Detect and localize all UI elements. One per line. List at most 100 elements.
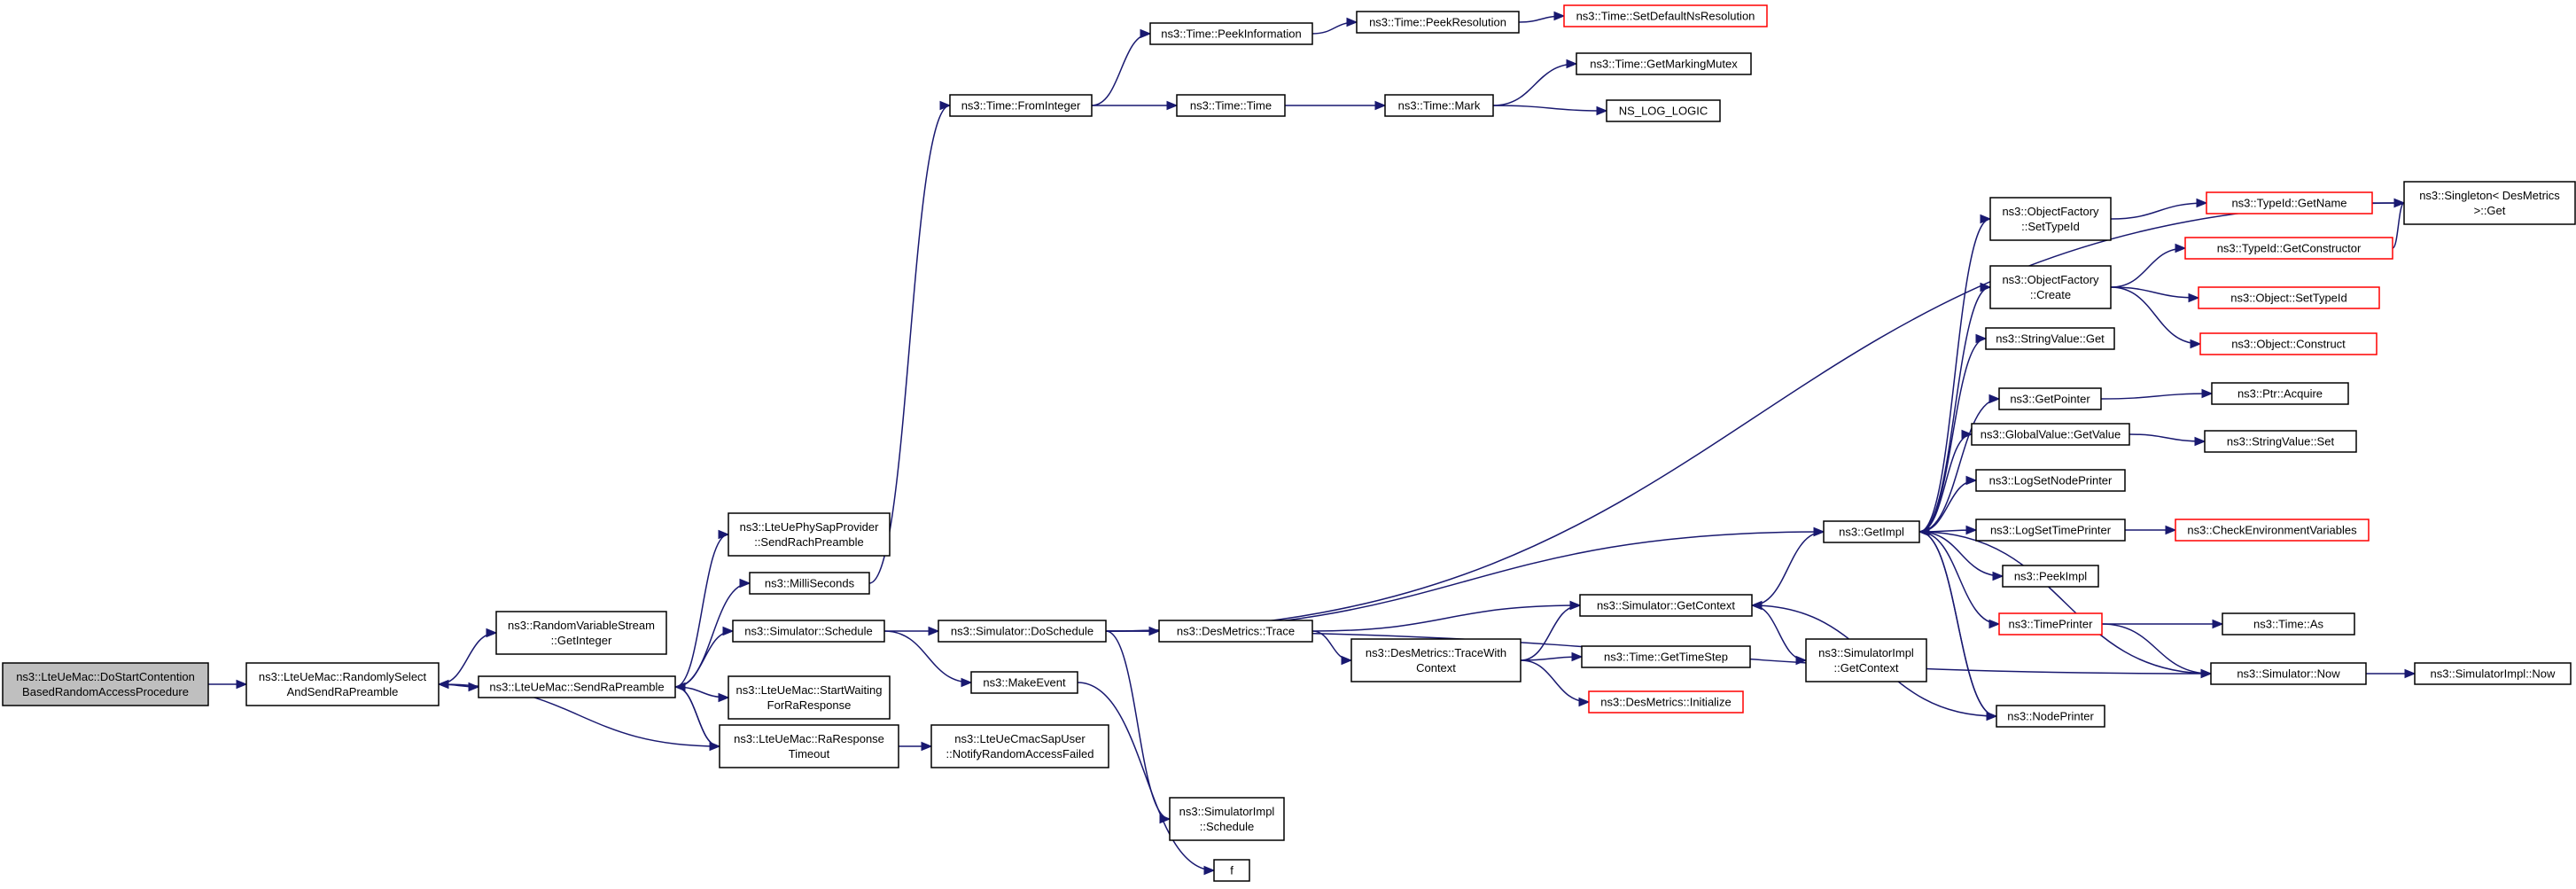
node-label: ::SendRachPreamble — [754, 535, 864, 549]
node-box — [949, 94, 1093, 117]
node-label: f — [1230, 864, 1234, 877]
node-ttime[interactable]: ns3::Time::Time — [1176, 94, 1286, 117]
node-rvs[interactable]: ns3::RandomVariableStream::GetInteger — [495, 611, 667, 655]
node-implctx[interactable]: ns3::SimulatorImpl::GetContext — [1805, 638, 1927, 682]
node-peekinfo[interactable]: ns3::Time::PeekInformation — [1149, 22, 1313, 45]
edge-line — [1751, 604, 1807, 661]
node-nodeprinter[interactable]: ns3::NodePrinter — [1996, 705, 2105, 728]
node-label: ::SetTypeId — [2021, 220, 2080, 233]
node-lstp[interactable]: ns3::LogSetTimePrinter — [1975, 519, 2126, 542]
node-label: ns3::Time::GetMarkingMutex — [1590, 58, 1738, 71]
node-getimpl[interactable]: ns3::GetImpl — [1823, 520, 1920, 543]
node-dminit[interactable]: ns3::DesMetrics::Initialize — [1588, 690, 1744, 714]
node-mark[interactable]: ns3::Time::Mark — [1384, 94, 1494, 117]
edge-tracectx-to-dminit — [1520, 659, 1591, 707]
node-box — [728, 675, 891, 720]
node-svget[interactable]: ns3::StringValue::Get — [1985, 327, 2115, 350]
node-lsnp[interactable]: ns3::LogSetNodePrinter — [1975, 469, 2126, 492]
edge-arrowhead — [2212, 619, 2224, 629]
node-label: ns3::LteUeMac::RandomlySelect — [259, 670, 427, 683]
edge-arrowhead — [1965, 475, 1978, 486]
node-milli[interactable]: ns3::MilliSeconds — [749, 572, 870, 595]
edge-line — [1492, 105, 1607, 112]
node-timeas[interactable]: ns3::Time::As — [2222, 612, 2355, 636]
node-cmac[interactable]: ns3::LteUeCmacSapUser::NotifyRandomAcces… — [930, 724, 1109, 768]
node-nslog[interactable]: NS_LOG_LOGIC — [1606, 99, 1721, 122]
edge-peekres-to-setdef — [1518, 11, 1566, 23]
edge-line — [2110, 202, 2207, 220]
node-fromint[interactable]: ns3::Time::FromInteger — [949, 94, 1093, 117]
node-rsel[interactable]: ns3::LteUeMac::RandomlySelectAndSendRaPr… — [245, 662, 440, 706]
node-label: ns3::LteUeMac::StartWaiting — [736, 683, 883, 697]
edge-fromint-to-peekinfo — [1091, 28, 1152, 106]
node-simnow[interactable]: ns3::Simulator::Now — [2210, 662, 2367, 685]
node-box — [930, 724, 1109, 768]
node-f[interactable]: f — [1213, 859, 1250, 882]
edge-line — [2110, 286, 2199, 299]
node-ofcreate[interactable]: ns3::ObjectFactory::Create — [1989, 265, 2112, 309]
node-timeprinter[interactable]: ns3::TimePrinter — [1998, 612, 2103, 636]
node-tidname[interactable]: ns3::TypeId::GetName — [2206, 191, 2373, 214]
node-objconstruct[interactable]: ns3::Object::Construct — [2199, 332, 2378, 355]
node-gvget[interactable]: ns3::GlobalValue::GetValue — [1971, 423, 2130, 446]
node-label: >::Get — [2474, 204, 2506, 217]
node-box — [1158, 620, 1313, 643]
edge-line — [2100, 393, 2213, 400]
edge-timeprinter-to-simnow — [2101, 623, 2213, 679]
edge-arrowhead — [1975, 333, 1988, 344]
node-label: ns3::Object::Construct — [2231, 338, 2346, 351]
node-send[interactable]: ns3::LteUeMac::SendRaPreamble — [478, 675, 676, 698]
edge-line — [1918, 531, 2000, 625]
node-ofsettid[interactable]: ns3::ObjectFactory::SetTypeId — [1989, 197, 2112, 241]
node-label: ns3::Time::PeekInformation — [1161, 27, 1301, 41]
node-box — [2184, 237, 2393, 260]
node-dosched[interactable]: ns3::Simulator::DoSchedule — [938, 620, 1107, 643]
node-label: ns3::LogSetTimePrinter — [1990, 524, 2112, 537]
node-sched[interactable]: ns3::Simulator::Schedule — [732, 620, 885, 643]
node-ptracq[interactable]: ns3::Ptr::Acquire — [2211, 382, 2349, 405]
node-simimplsched[interactable]: ns3::SimulatorImpl::Schedule — [1169, 797, 1285, 841]
node-box — [2204, 430, 2357, 453]
node-checkenv[interactable]: ns3::CheckEnvironmentVariables — [2175, 519, 2370, 542]
node-box — [732, 620, 885, 643]
node-tidctor[interactable]: ns3::TypeId::GetConstructor — [2184, 237, 2393, 260]
node-makeev[interactable]: ns3::MakeEvent — [970, 671, 1078, 694]
node-box — [1823, 520, 1920, 543]
node-gettimestep[interactable]: ns3::Time::GetTimeStep — [1581, 645, 1751, 668]
node-box — [1998, 387, 2102, 410]
node-getptr[interactable]: ns3::GetPointer — [1998, 387, 2102, 410]
edge-arrowhead — [1346, 17, 1358, 27]
edge-arrowhead — [961, 677, 973, 688]
edge-arrowhead — [2190, 339, 2202, 349]
node-box — [2210, 662, 2367, 685]
edge-arrowhead — [1961, 429, 1973, 440]
node-root[interactable]: ns3::LteUeMac::DoStartContentionBasedRan… — [2, 662, 209, 706]
edge-getimpl-to-timeprinter — [1918, 531, 2001, 629]
node-implnow[interactable]: ns3::SimulatorImpl::Now — [2414, 662, 2572, 685]
node-label: ns3::GlobalValue::GetValue — [1981, 428, 2121, 441]
node-label: ns3::Time::SetDefaultNsResolution — [1576, 10, 1755, 23]
node-svset[interactable]: ns3::StringValue::Set — [2204, 430, 2357, 453]
node-setdef[interactable]: ns3::Time::SetDefaultNsResolution — [1563, 4, 1768, 27]
node-peekres[interactable]: ns3::Time::PeekResolution — [1356, 11, 1520, 34]
node-getctx[interactable]: ns3::Simulator::GetContext — [1579, 594, 1753, 617]
node-trace[interactable]: ns3::DesMetrics::Trace — [1158, 620, 1313, 643]
node-peekimpl[interactable]: ns3::PeekImpl — [2002, 565, 2099, 588]
node-label: ns3::Simulator::Schedule — [744, 625, 873, 638]
node-box — [1989, 197, 2112, 241]
edge-line — [674, 534, 729, 688]
node-box — [2, 662, 209, 706]
node-objsettid[interactable]: ns3::Object::SetTypeId — [2198, 286, 2380, 309]
node-phy[interactable]: ns3::LteUePhySapProvider::SendRachPreamb… — [728, 512, 891, 557]
node-singleton[interactable]: ns3::Singleton< DesMetrics>::Get — [2403, 181, 2576, 225]
node-label: ns3::Time::As — [2253, 618, 2323, 631]
node-label: ns3::LteUeMac::DoStartContention — [16, 670, 195, 683]
node-label: ForRaResponse — [767, 698, 852, 712]
node-box — [1989, 265, 2112, 309]
edge-milli-to-fromint — [868, 100, 952, 584]
node-mutex[interactable]: ns3::Time::GetMarkingMutex — [1576, 52, 1752, 75]
